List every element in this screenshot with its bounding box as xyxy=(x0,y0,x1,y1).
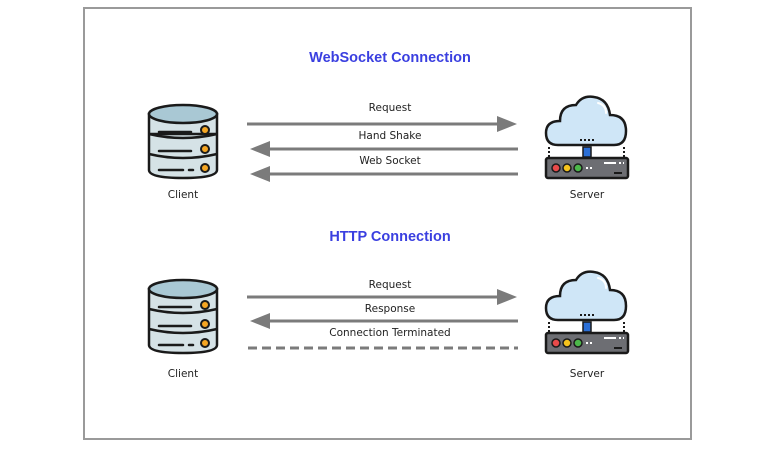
http-terminated-label: Connection Terminated xyxy=(329,327,451,339)
http-response-arrow xyxy=(250,313,518,329)
ws-server-cloud-icon xyxy=(544,95,630,180)
ws-client-database-icon xyxy=(147,103,219,180)
http-request-label: Request xyxy=(368,279,412,291)
ws-handshake-arrow xyxy=(250,141,518,157)
websocket-section-title: WebSocket Connection xyxy=(309,50,471,66)
http-server-label: Server xyxy=(569,368,605,380)
http-client-label: Client xyxy=(167,368,199,380)
diagram-frame xyxy=(83,7,692,440)
ws-websocket-label: Web Socket xyxy=(359,155,421,167)
http-server-cloud-icon xyxy=(544,270,630,355)
http-response-label: Response xyxy=(364,303,416,315)
ws-server-label: Server xyxy=(569,189,605,201)
ws-request-arrow xyxy=(247,116,517,132)
ws-client-label: Client xyxy=(167,189,199,201)
http-client-database-icon xyxy=(147,278,219,355)
http-section-title: HTTP Connection xyxy=(329,229,451,245)
ws-handshake-label: Hand Shake xyxy=(358,130,422,142)
ws-websocket-arrow xyxy=(250,166,518,182)
http-request-arrow xyxy=(247,289,517,305)
ws-request-label: Request xyxy=(368,102,412,114)
